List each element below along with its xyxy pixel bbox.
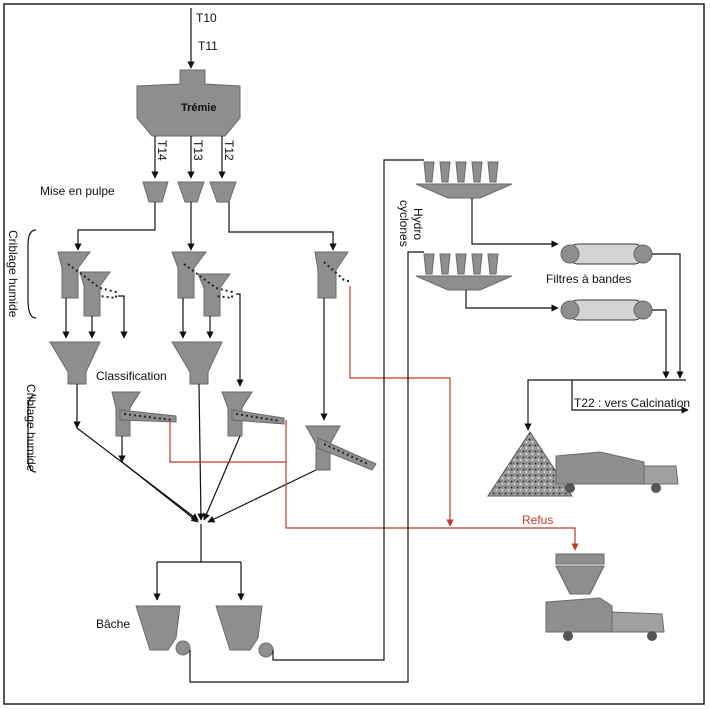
screen-deck-right	[323, 261, 353, 283]
truck-refus	[545, 597, 665, 641]
screen-center-2	[197, 273, 231, 317]
pump2-line	[272, 159, 424, 661]
screen-deck-left	[67, 263, 117, 300]
pump1-line	[189, 251, 424, 683]
label-t14: T14	[155, 140, 169, 161]
convergence-lines	[76, 383, 317, 601]
refus-hopper	[555, 553, 605, 595]
hydrocyclone-bank-top	[415, 161, 513, 199]
label-t13: T13	[191, 140, 205, 161]
bache-pump-2	[258, 642, 274, 658]
pulp-tank-2	[177, 181, 205, 203]
truck-product	[555, 451, 679, 493]
classifier-left	[49, 341, 101, 385]
label-criblage-humide-1: Criblage humide	[6, 230, 20, 318]
refus-lines	[169, 286, 579, 551]
label-classification: Classification	[96, 369, 167, 383]
label-t22-calcination: T22 : vers Calcination	[574, 396, 690, 410]
label-hydro: Hydro	[411, 208, 425, 240]
belt-filter-1	[560, 243, 653, 265]
screen-left-1	[57, 251, 91, 299]
label-tremie: Trémie	[181, 102, 216, 114]
label-bache: Bâche	[96, 617, 130, 631]
screen-left-2	[79, 271, 111, 317]
classifier-center	[171, 341, 223, 385]
label-criblage-humide-2: Criblage humide	[24, 384, 38, 472]
label-cyclones: cyclones	[397, 200, 411, 247]
tremie-hopper	[136, 69, 241, 137]
belt-filter-2	[560, 299, 653, 321]
label-mise-en-pulpe: Mise en pulpe	[40, 184, 115, 198]
screen-center-1	[171, 251, 207, 299]
bache-tank-2	[215, 605, 263, 651]
label-filtres-a-bandes: Filtres à bandes	[546, 272, 631, 286]
screen-right	[314, 251, 349, 299]
label-t10: T10	[196, 11, 217, 25]
hydrocyclone-bank-bottom	[415, 253, 513, 291]
screen-deck-center	[183, 263, 233, 300]
label-t12: T12	[222, 140, 236, 161]
label-refus: Refus	[522, 513, 553, 527]
screen2-left-deck	[119, 409, 177, 423]
stockpile	[487, 431, 573, 497]
bache-tank-1	[135, 605, 181, 651]
pulp-tank-1	[142, 181, 169, 203]
label-t11: T11	[198, 39, 218, 53]
bache-pump-1	[175, 640, 191, 656]
